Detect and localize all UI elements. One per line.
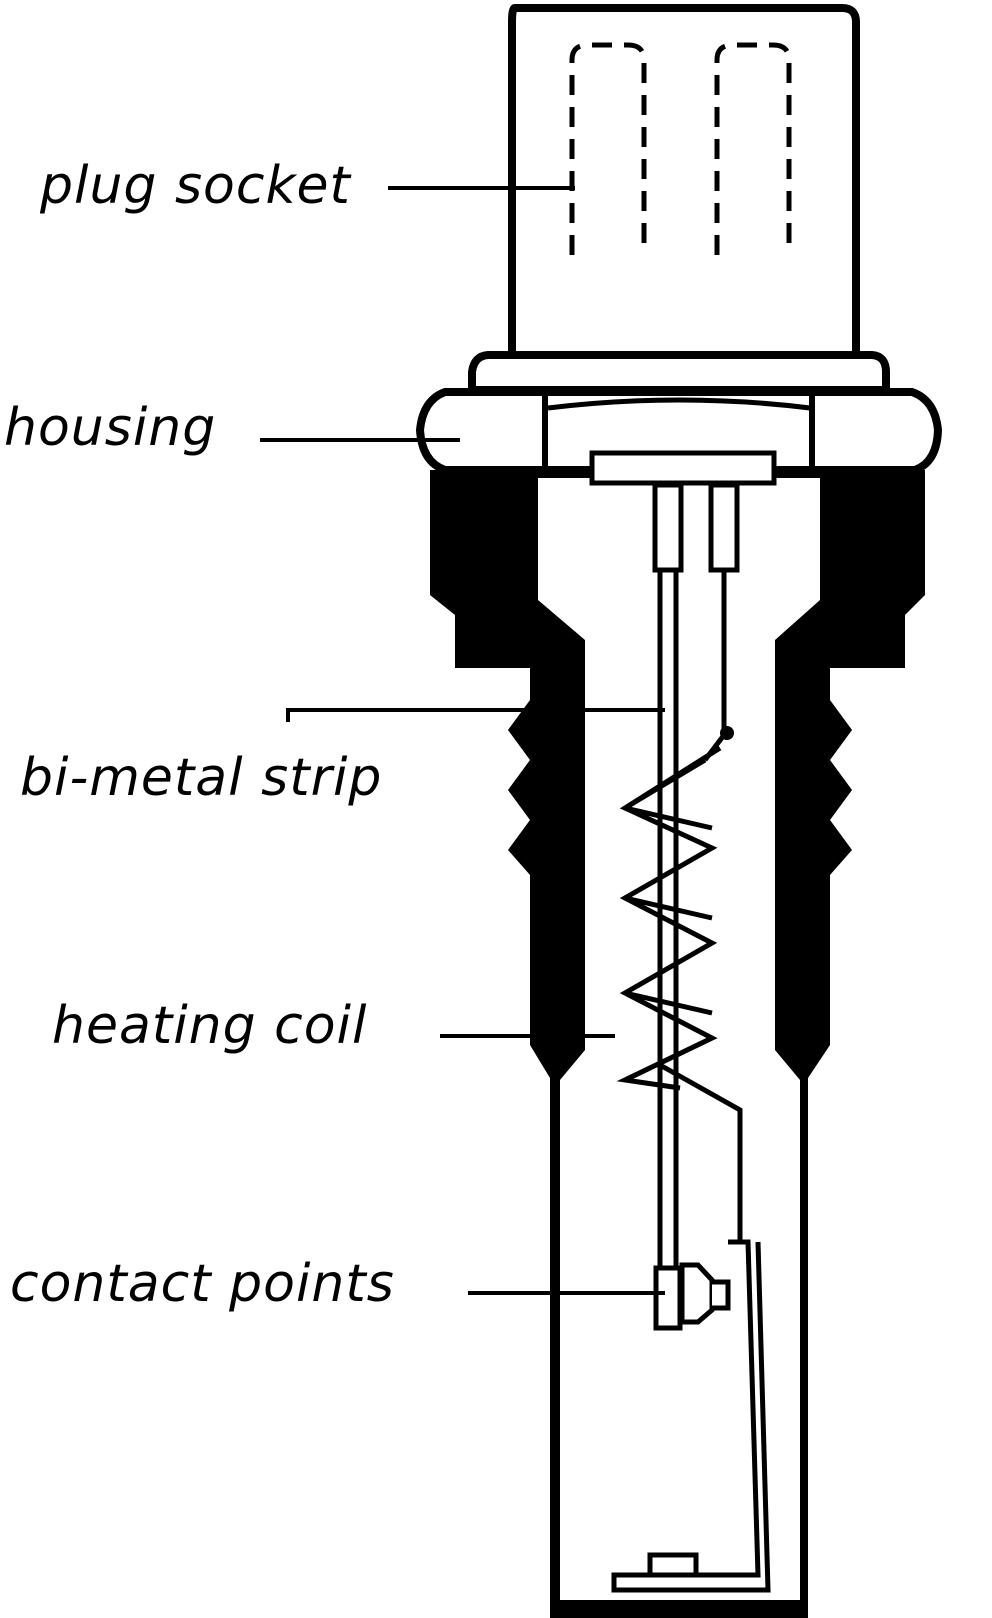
- wire-joint-dot: [720, 726, 734, 740]
- terminal-block: [589, 450, 777, 486]
- plug-socket-part: [508, 4, 860, 366]
- collar-ring: [468, 351, 890, 394]
- label-contact-points: contact points: [10, 1254, 395, 1314]
- bimetal-strip-part: [653, 570, 683, 1331]
- heating-coil-part: [616, 745, 722, 1091]
- terminal-post-right: [708, 482, 740, 573]
- leader-bimetal-strip: [286, 708, 665, 722]
- label-heating-coil: heating coil: [52, 996, 368, 1056]
- terminal-post-left: [652, 482, 684, 573]
- contact-points-part: [679, 1262, 731, 1325]
- label-housing: housing: [4, 398, 217, 458]
- return-lead: [658, 1062, 743, 1240]
- base-contact-pad: [647, 1552, 699, 1578]
- contact-spring: [611, 1239, 771, 1593]
- label-plug-socket: plug socket: [40, 156, 351, 216]
- label-bimetal-strip: bi-metal strip: [20, 748, 383, 808]
